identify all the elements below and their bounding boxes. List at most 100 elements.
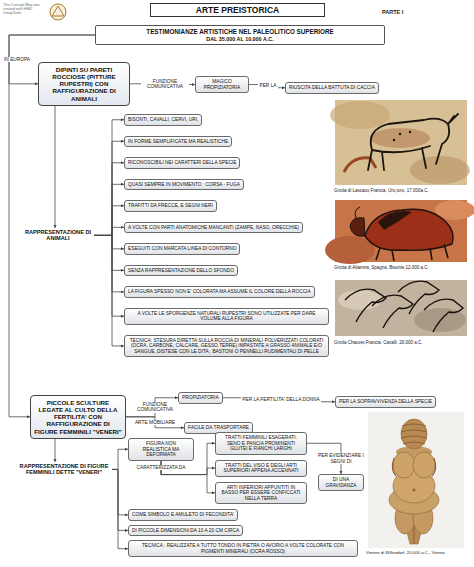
node-text: BISONTI, CAVALLI, CERVI, URI,: [128, 117, 198, 123]
node-text: ESEGUITI CON MARCATA LINEA DI CONTORNO: [128, 246, 236, 252]
link-phrase: PER LA: [258, 83, 277, 89]
node-text: RIUSCITA DELLA BATTUTA DI CACCIA: [289, 85, 375, 91]
concept-box: PER LA SOPRAVVIVENZA DELLA SPECIE: [335, 396, 436, 408]
concept-box: IN FORME SEMPLIFICATE MA REALISTICHE: [124, 136, 232, 148]
concept-box: TRATTI DEL VISO E DEGLI ARTI SUPERIORI A…: [215, 460, 307, 477]
main-concept-box: DIPINTI SU PARETI ROCCIOSE (PITTURE RUPE…: [38, 62, 130, 106]
node-text: RICONOSCIBILI NEI CARATTERI DELLA SPECIE: [128, 160, 236, 166]
node-text: TESTIMONIANZE ARTISTICHE NEL PALEOLITICO…: [100, 28, 380, 36]
image-caption: Grotta di Lascaux,Francia, Uro,toro, 17.…: [334, 188, 429, 193]
connector: [55, 439, 56, 462]
concept-box: ARTI INFERIORI APPUNTITI IN BASSO PER ES…: [215, 482, 307, 505]
connector: [94, 141, 124, 235]
connector: [223, 398, 335, 402]
diagram-title: ARTE PREISTORICA: [150, 3, 325, 17]
node-text: SENZA RAPPRESENTAZIONE DELLO SFONDO: [128, 268, 234, 274]
concept-box: COME SIMBOLO E AMULETO DI FECONDITA': [128, 509, 238, 521]
concept-box: ESEGUITI CON MARCATA LINEA DI CONTORNO: [124, 243, 240, 255]
concept-box: BISONTI, CAVALLI, CERVI, URI,: [124, 114, 202, 126]
link-phrase: IN EUROPA: [3, 57, 31, 63]
connector: [94, 235, 124, 316]
connector: [94, 227, 124, 235]
concept-box: A VOLTE CON PARTI ANATOMICHE MANCANTI (Z…: [124, 222, 303, 234]
chauvet-painting: [335, 280, 467, 336]
node-text: LA FIGURA SPESSO NON E' COLORATA MA ASSU…: [128, 289, 311, 295]
node-text: QUASI SEMPRE IN MOVIMENTO : CORSA - FUGA: [128, 182, 240, 188]
concept-box: RIUSCITA DELLA BATTUTA DI CACCIA: [285, 82, 379, 94]
connector: [112, 469, 128, 548]
header-box: TESTIMONIANZE ARTISTICHE NEL PALEOLITICO…: [95, 25, 385, 45]
link-phrase: PER EVIDENZIARE I SEGNI DI: [317, 453, 365, 464]
node-text: MAGICO PROPIZIATORIA: [199, 79, 245, 90]
altamira-painting: [325, 200, 474, 264]
node-text: TRATTI FEMMINILI ESAGERATI: SENO E PANCI…: [219, 435, 303, 452]
connector: [112, 449, 128, 469]
link-phrase: PER LA FERTILITA' DELLA DONNA: [241, 397, 321, 403]
concept-box: TRATTI FEMMINILI ESAGERATI: SENO E PANCI…: [215, 432, 307, 455]
watermark: This Concept Map was created with IHMC C…: [3, 3, 49, 15]
node-text: PICCOLE SCULTURE LEGATE AL CULTO DELLA F…: [34, 399, 122, 435]
node-text: TECNICA: STESURA DIRETTA SULLA ROCCIA DI…: [128, 338, 325, 355]
concept-box: A VOLTE LE SPORGENZE NATURALI RUPESTRI S…: [124, 308, 329, 325]
node-text: TECNICA : REALIZZATE A TUTTO TONDO IN PI…: [132, 543, 354, 554]
concept-box: DI UNA GRAVIDANZA: [318, 474, 364, 491]
connector: [112, 469, 128, 514]
concept-box: QUASI SEMPRE IN MOVIMENTO : CORSA - FUGA: [124, 179, 244, 191]
node-text: FACILE DA TRASPORTARE: [188, 425, 249, 431]
concept-box: DI PICCOLE DIMENSIONI:DA 10 A 20 CM CIRC…: [128, 525, 243, 537]
node-text: A VOLTE LE SPORGENZE NATURALI RUPESTRI S…: [128, 311, 325, 322]
link-phrase: ARTE MOBILIARE: [134, 420, 176, 426]
link-phrase: FUNZIONE COMUNICATIVA: [131, 402, 179, 413]
connector: [94, 235, 124, 248]
venus-statuette: [368, 412, 464, 548]
cmap-logo: [50, 4, 66, 20]
connector: [94, 235, 124, 270]
node-text: RAPPRESENTAZIONE DI ANIMALI: [23, 229, 93, 242]
connector: [112, 469, 128, 530]
concept-box: TECNICA: STESURA DIRETTA SULLA ROCCIA DI…: [124, 335, 329, 358]
concept-box: TECNICA : REALIZZATE A TUTTO TONDO IN PI…: [128, 540, 358, 557]
node-text: PROPIZIATORIA: [182, 395, 219, 401]
node-text: PER LA SOPRAVVIVENZA DELLA SPECIE: [339, 399, 432, 405]
link-phrase: FUNZIONE COMUNICATIVA: [141, 79, 189, 90]
concept-box: TRAFITTI DA FRECCE, E SEGNI NERI: [124, 200, 217, 212]
connector: [55, 106, 56, 228]
node-text: TRATTI DEL VISO E DEGLI ARTI SUPERIORI A…: [219, 463, 303, 474]
concept-box: FIGURA NON REALISTICA MA DEFORMATA: [128, 438, 194, 461]
image-caption: Grotta Chauvet,Francia, Cavalli, 20.000 …: [334, 340, 423, 345]
image-caption: Grotta di Altamira, Spagna, Bisonte,12.0…: [334, 265, 429, 270]
concept-box: PROPIZIATORIA: [178, 392, 223, 404]
node-text: DI UNA GRAVIDANZA: [322, 477, 360, 488]
concept-box: LA FIGURA SPESSO NON E' COLORATA MA ASSU…: [124, 286, 315, 298]
node-text: RAPPRESENTAZIONE DI FIGURE FEMMINILI DET…: [17, 463, 111, 476]
connector: [94, 120, 124, 236]
connector: [126, 398, 178, 417]
connector: [94, 184, 124, 235]
concept-text: RAPPRESENTAZIONE DI FIGURE FEMMINILI DET…: [16, 462, 112, 477]
node-text: DI PICCOLE DIMENSIONI:DA 10 A 20 CM CIRC…: [132, 528, 239, 534]
node-text: IN FORME SEMPLIFICATE MA REALISTICHE: [128, 139, 228, 145]
image-caption: Venere di Willendorf, 20.000 a.C., Vienn…: [366, 551, 445, 556]
concept-box: RICONOSCIBILI NEI CARATTERI DELLA SPECIE: [124, 157, 240, 169]
node-text: FIGURA NON REALISTICA MA DEFORMATA: [132, 441, 190, 458]
node-text: DAL 35.000 AL 10.000 A.C.: [100, 36, 380, 42]
connector: [126, 417, 184, 428]
node-text: TRAFITTI DA FRECCE, E SEGNI NERI: [128, 203, 213, 209]
connector: [94, 163, 124, 236]
concept-box: MAGICO PROPIZIATORIA: [195, 76, 249, 93]
main-concept-box: PICCOLE SCULTURE LEGATE AL CULTO DELLA F…: [30, 395, 126, 439]
concept-text: RAPPRESENTAZIONE DI ANIMALI: [22, 228, 94, 243]
node-text: A VOLTE CON PARTI ANATOMICHE MANCANTI (Z…: [128, 225, 299, 231]
concept-box: SENZA RAPPRESENTAZIONE DELLO SFONDO: [124, 265, 238, 277]
node-text: ARTI INFERIORI APPUNTITI IN BASSO PER ES…: [219, 485, 303, 502]
connector: [94, 235, 124, 291]
node-text: COME SIMBOLO E AMULETO DI FECONDITA': [132, 512, 234, 518]
part-label: PARTE I: [382, 9, 403, 15]
connector: [94, 206, 124, 236]
lascaux-painting: [330, 100, 470, 185]
node-text: DIPINTI SU PARETI ROCCIOSE (PITTURE RUPE…: [42, 66, 126, 102]
connector: [94, 235, 124, 346]
link-phrase: CARATTERIZZATA DA: [135, 465, 186, 471]
